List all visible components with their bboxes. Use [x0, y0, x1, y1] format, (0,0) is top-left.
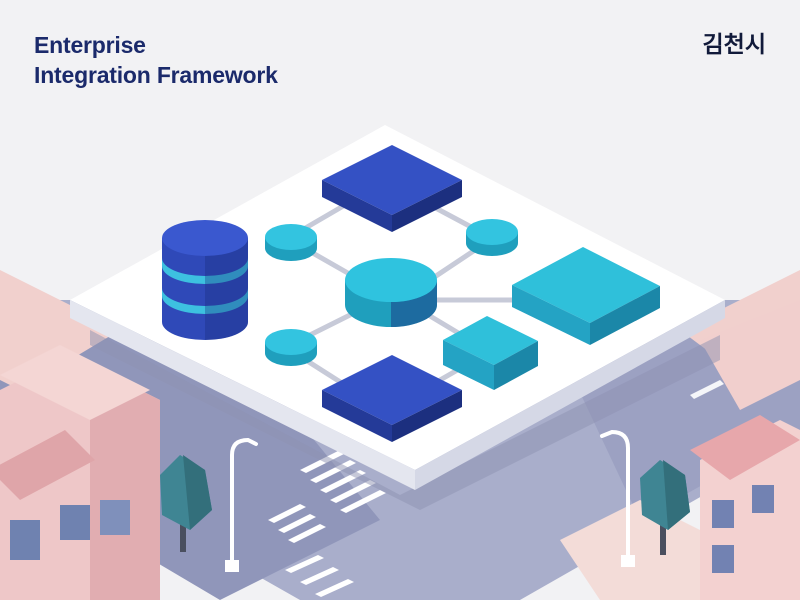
database-icon — [162, 220, 248, 340]
streetlamp-base — [621, 555, 635, 567]
building-right — [690, 300, 800, 600]
page-title: Enterprise Integration Framework — [34, 30, 278, 90]
tree-icon — [160, 455, 212, 552]
cyan-node-icon — [265, 224, 317, 261]
city-label: 김천시 — [702, 32, 766, 58]
hub-node-icon — [345, 258, 437, 327]
cyan-block-icon — [443, 316, 538, 390]
service-block-icon — [322, 355, 462, 442]
building-left — [0, 345, 160, 600]
cyan-node-icon — [466, 219, 518, 256]
title-line-1: Enterprise — [34, 32, 146, 58]
streetlamp-base — [225, 560, 239, 572]
cyan-node-icon — [265, 329, 317, 366]
streetlamp-icon — [600, 429, 630, 562]
streetlamp-icon — [230, 437, 258, 567]
platform-shadow — [90, 330, 720, 510]
title-line-2: Integration Framework — [34, 62, 278, 88]
service-block-icon — [322, 145, 462, 232]
tree-icon — [640, 460, 690, 555]
cyan-block-icon — [512, 247, 660, 345]
